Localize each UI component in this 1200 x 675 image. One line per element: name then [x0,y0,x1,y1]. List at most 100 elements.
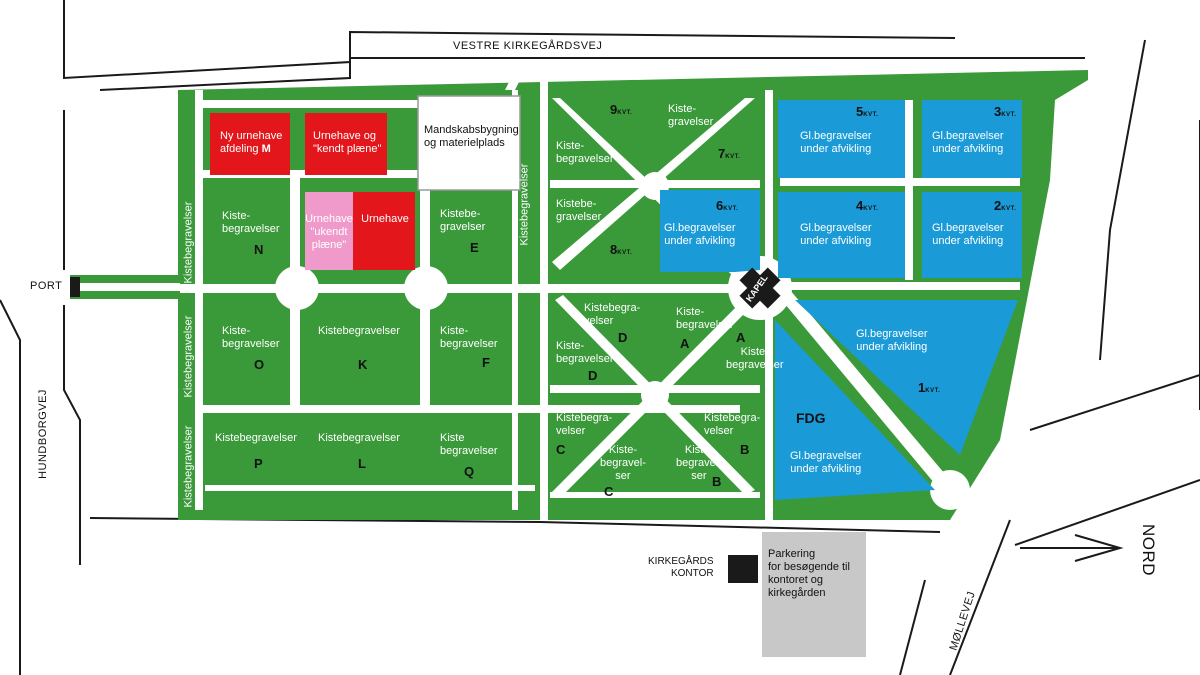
gl-5kvt-line1: Gl.begravelser [800,130,872,142]
kvt-5: 5KVT. [856,104,878,119]
kvt-4: 4KVT. [856,198,878,213]
mandskab-label: Mandskabsbygning og materielplads [424,124,519,150]
gl-2kvt-label: Gl.begravelser under afvikling [932,222,1004,248]
road-hundborg-right2 [63,305,81,565]
gl-6kvt-line1: Gl.begravelser [664,222,736,234]
area-m-label: Ny urnehave afdeling M [220,130,282,156]
area-a1-line2: begravelser [676,319,734,331]
road-vestre-top [63,0,956,80]
area-b2-line2: begravel- [676,457,722,469]
gl-3kvt-line1: Gl.begravelser [932,130,1004,142]
nord-arrow [1020,534,1124,562]
road-nord-a [1029,374,1200,431]
field-fdg [775,320,935,500]
area-d1-line2: velser [584,315,614,327]
gl-4kvt-line2: under afvikling [800,235,872,247]
area-n-line1: Kiste- [222,210,251,222]
parking-line3: kontoret og [768,574,824,586]
port-gate [70,277,80,297]
kvt-7: 7KVT. [718,146,740,161]
area-c1-line1: Kistebegra- [556,412,613,424]
kvt-6: 6KVT. [716,198,738,213]
mandskab-line1: Mandskabsbygning [424,124,519,136]
area-n-label: Kiste- begravelser [222,210,279,236]
area-b1-line1: Kistebegra- [704,412,761,424]
urnehave-ukendt-line2: "ukendt [310,226,348,238]
kvt-3-suffix: KVT. [1001,112,1017,118]
area-d2-line1: Kiste- [556,340,585,352]
urnehave-kendt-line2: "kendt plæne" [313,143,382,155]
area-f-line1: Kiste- [440,325,469,337]
area-k-label: Kistebegravelser [318,325,400,337]
area-b2-label: Kiste- begravel- ser [676,444,722,483]
area-b2-line1: Kiste- [684,444,713,456]
mandskab-line2: og materielplads [424,137,505,149]
area-f-label: Kiste- begravelser [440,325,497,351]
parking-line4: kirkegården [768,587,826,599]
kvt-8-suffix: KVT. [617,250,633,256]
urnehave-ukendt-line1: Urnehave [305,213,353,225]
area-f-line2: begravelser [440,338,498,350]
area-b2-letter: B [712,474,722,489]
gl-5kvt-line2: under afvikling [800,143,872,155]
area-p-label: Kistebegravelser [215,432,297,444]
road-vestre-bottom [99,57,1085,91]
area-c2-line2: begravel- [600,457,646,469]
kvt-2: 2KVT. [994,198,1016,213]
area-o-letter: O [254,357,265,372]
k9-left2-label: Kistebe- gravelser [556,198,601,224]
area-n-letter: N [254,242,264,257]
area-b1-label: Kistebegra- velser [704,412,760,438]
area-m-line1: Ny urnehave [220,130,283,142]
area-a1-letter: A [680,336,690,351]
area-a2-line2: begravelser [726,359,784,371]
area-d2-line2: begravelser [556,353,614,365]
road-bottom [89,517,941,533]
field-5kvt [778,100,905,178]
urnehave-label: Urnehave [361,213,409,225]
field-3kvt [922,100,1022,178]
gl-2kvt-line1: Gl.begravelser [932,222,1004,234]
kvt-9: 9KVT. [610,102,632,117]
area-q-line2: begravelser [440,445,498,457]
road-label-hundborg: HUNDBORGVEJ [36,389,49,479]
road-hundborg-left [0,299,21,675]
kvt-3-number: 3 [994,104,1002,119]
area-urnehave [353,192,415,270]
area-k-letter: K [358,357,368,372]
port-path [80,283,180,291]
kvt-1: 1KVT. [918,380,940,395]
parking-area [762,532,866,657]
gl-3kvt-line2: under afvikling [932,143,1004,155]
urnehave-ukendt-line3: plæne" [311,239,347,251]
kvt-2-suffix: KVT. [1001,206,1017,212]
area-m-letter: M [261,143,271,155]
area-d2-letter: D [588,368,598,383]
gl-4kvt-line1: Gl.begravelser [800,222,872,234]
area-n-line2: begravelser [222,223,280,235]
kvt-4-suffix: KVT. [863,206,879,212]
kvt-7-suffix: KVT. [725,154,741,160]
field-2kvt [922,192,1022,278]
parking-line1: Parkering [768,548,816,560]
gl-3kvt-label: Gl.begravelser under afvikling [932,130,1004,156]
k9-top-line2: gravelser [668,116,714,128]
area-b1-line2: velser [704,425,734,437]
area-a2-label: Kiste- begravelser [726,346,783,372]
area-c2-line3: ser [615,470,631,482]
area-f-letter: F [482,355,490,370]
area-c1-label: Kistebegra- velser [556,412,612,438]
area-e-label: Kistebe- gravelser [440,208,485,234]
kvt-5-suffix: KVT. [863,112,879,118]
area-urnehave-ukendt [305,192,353,270]
area-urnehave-kendt [305,113,387,175]
chapel [739,267,781,309]
k9-top-label: Kiste- gravelser [668,103,713,129]
area-d1-letter: D [618,330,628,345]
gl-1kvt-label: Gl.begravelser under afvikling [856,328,928,354]
area-o-line1: Kiste- [222,325,251,337]
strip-left-label-2: Kistebegravelser [182,315,195,398]
k9-left-label: Kiste- begravelser [556,140,613,166]
area-c2-label: Kiste- begravel- ser [600,444,646,483]
